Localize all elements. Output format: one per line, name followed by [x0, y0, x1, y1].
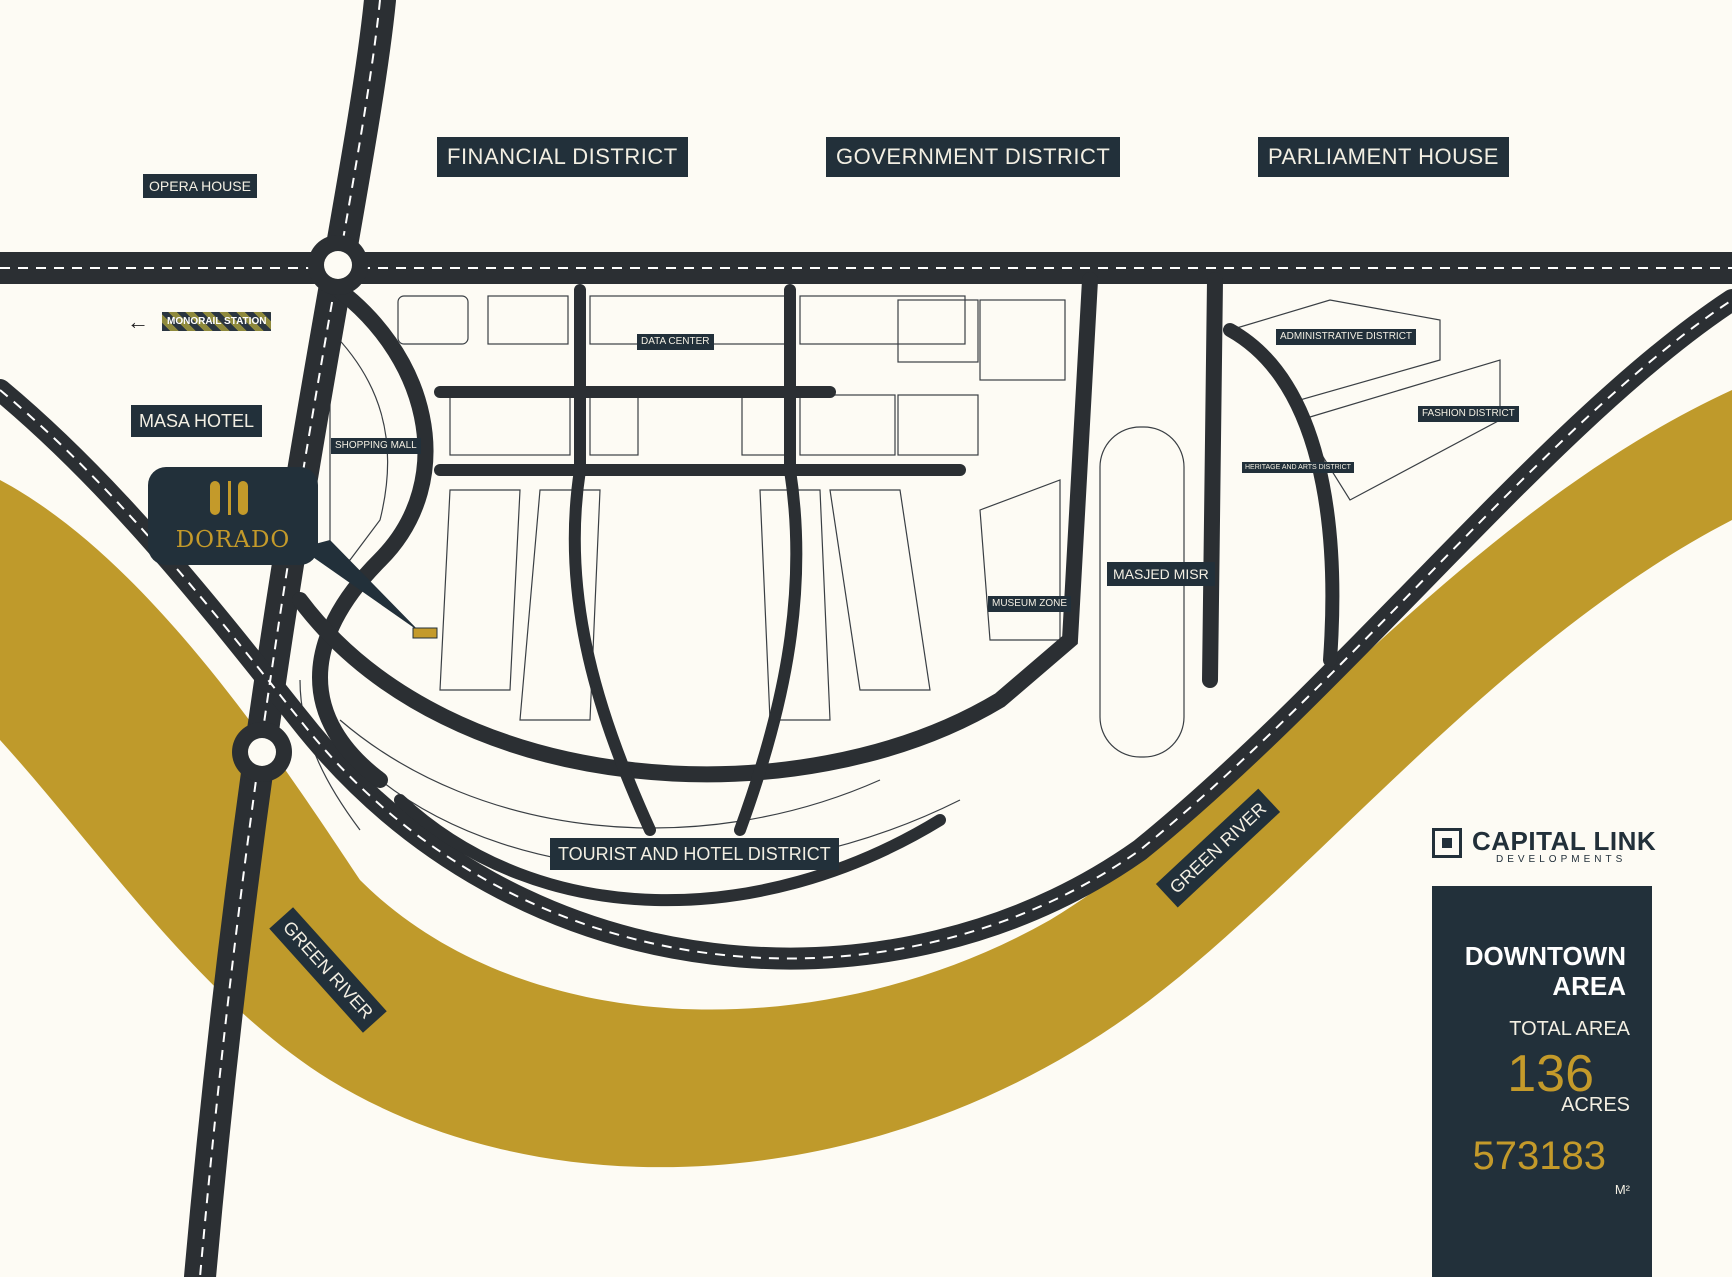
dorado-logo-icon	[210, 481, 248, 515]
panel-m2-unit: M²	[1614, 1182, 1630, 1197]
dorado-pointer	[300, 540, 420, 632]
panel-acres-value: 136	[1507, 1045, 1594, 1103]
label-government-district: GOVERNMENT DISTRICT	[826, 137, 1121, 177]
dorado-callout[interactable]: DORADO	[148, 467, 318, 565]
capital-link-logo-icon: CAPITAL LINK DEVELOPMENTS	[1432, 824, 1658, 870]
panel-title: DOWNTOWN AREA	[1464, 941, 1626, 1001]
brand-sub: DEVELOPMENTS	[1496, 854, 1627, 865]
label-museum-zone: MUSEUM ZONE	[988, 596, 1071, 612]
label-masa-hotel: MASA HOTEL	[131, 405, 263, 437]
label-fashion-district: FASHION DISTRICT	[1418, 406, 1519, 422]
dorado-name: DORADO	[175, 527, 291, 553]
area-info-panel: DOWNTOWN AREA TOTAL AREA 136 ACRES 57318…	[1432, 886, 1652, 1277]
label-administrative-district: ADMINISTRATIVE DISTRICT	[1276, 329, 1417, 345]
brand-name: CAPITAL LINK	[1472, 826, 1657, 856]
label-tourist-hotel-district: TOURIST AND HOTEL DISTRICT	[550, 838, 839, 870]
label-masjed-misr: MASJED MISR	[1107, 562, 1215, 586]
label-opera-house: OPERA HOUSE	[143, 174, 257, 198]
label-financial-district: FINANCIAL DISTRICT	[437, 137, 688, 177]
label-monorail-station: MONORAIL STATION	[162, 312, 272, 331]
panel-total-label: TOTAL AREA	[1509, 1018, 1630, 1040]
panel-m2-value: 573183	[1472, 1134, 1606, 1178]
arrow-left-icon: ←	[127, 309, 149, 334]
label-parliament-house: PARLIAMENT HOUSE	[1258, 137, 1509, 177]
label-shopping-mall: SHOPPING MALL	[331, 438, 421, 454]
panel-acres-unit: ACRES	[1561, 1094, 1630, 1116]
dorado-plot-marker	[412, 627, 438, 639]
green-river	[0, 390, 1732, 1168]
label-heritage-arts-district: HERITAGE AND ARTS DISTRICT	[1242, 462, 1354, 473]
label-data-center: DATA CENTER	[637, 334, 714, 350]
